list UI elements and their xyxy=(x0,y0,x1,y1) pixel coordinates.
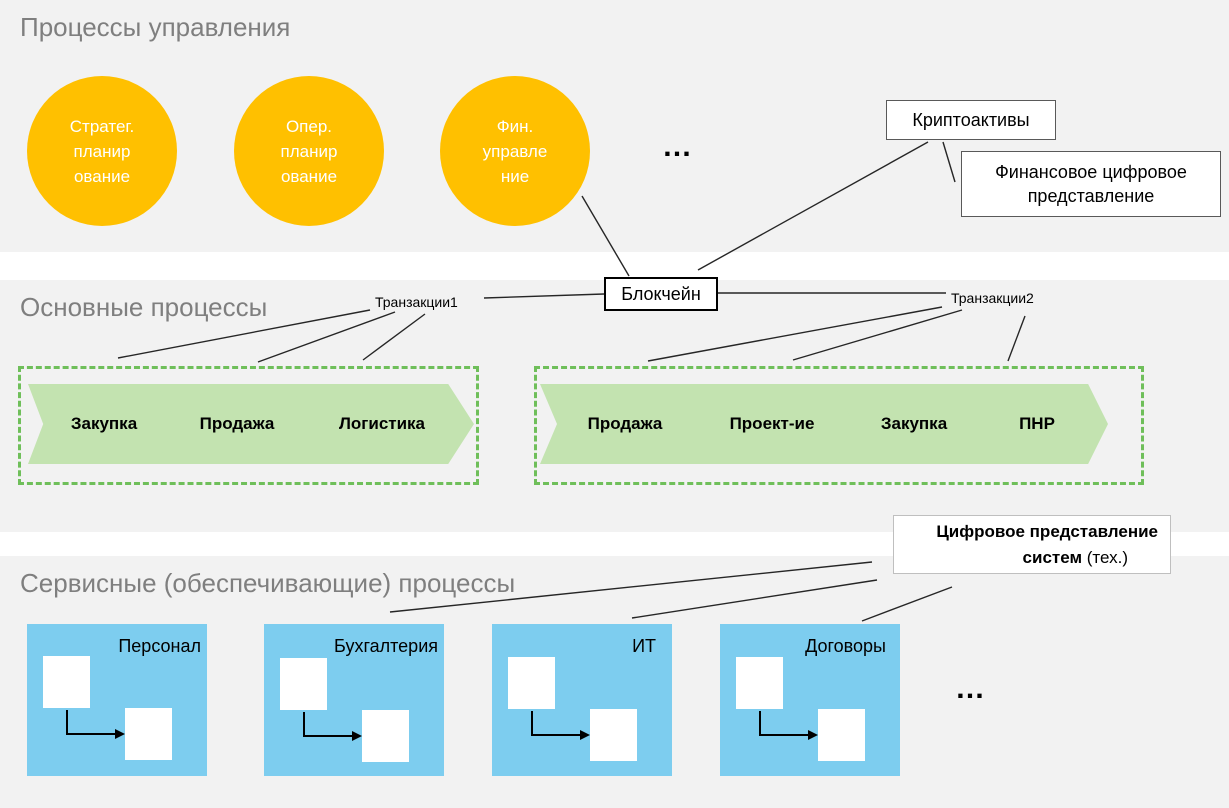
service-personnel-square-2 xyxy=(125,708,172,760)
core-title: Основные процессы xyxy=(20,292,268,322)
service-ellipsis: … xyxy=(955,672,987,705)
chain1-step-purchase-label: Закупка xyxy=(70,414,138,433)
chain2-step-commissioning: ПНР xyxy=(966,384,1108,464)
chain1-step-sales: Продажа xyxy=(157,384,317,464)
service-accounting-square-2 xyxy=(362,710,409,762)
transactions2-label: Транзакции2 xyxy=(951,290,1034,306)
chain2-step-design: Проект-ие xyxy=(682,384,862,464)
digital-systems-box: Цифровое представление систем (тех.) xyxy=(893,515,1171,574)
chain2-step-commissioning-label: ПНР xyxy=(1019,414,1055,433)
service-accounting-square-1 xyxy=(280,658,327,710)
strategic-planning-circle: Стратег. планир ование xyxy=(27,76,177,226)
service-contracts: Договоры xyxy=(720,624,900,776)
service-it-square-1 xyxy=(508,657,555,709)
chain1-step-purchase: Закупка xyxy=(28,384,180,464)
core-chain-1-frame xyxy=(18,366,479,485)
digital-systems-line2: систем (тех.) xyxy=(1023,545,1158,571)
service-it-label: ИТ xyxy=(632,636,656,656)
service-accounting-label: Бухгалтерия xyxy=(334,636,438,656)
service-contracts-arrow xyxy=(759,711,818,740)
service-title: Сервисные (обеспечивающие) процессы xyxy=(20,568,516,598)
service-it-arrow xyxy=(531,711,590,740)
operational-planning-circle: Опер. планир ование xyxy=(234,76,384,226)
crypto-assets-label: Криптоактивы xyxy=(912,109,1030,130)
service-personnel-arrow xyxy=(66,710,125,739)
operational-planning-label: Опер. планир ование xyxy=(280,116,338,186)
digital-systems-bold: систем xyxy=(1022,547,1083,567)
chain2-step-sales-label: Продажа xyxy=(587,414,663,433)
service-contracts-square-1 xyxy=(736,657,783,709)
chain1-step-logistics-label: Логистика xyxy=(338,414,426,433)
chain1-step-sales-label: Продажа xyxy=(199,414,275,433)
digital-systems-line1: Цифровое представление xyxy=(936,521,1158,541)
chain2-step-purchase: Закупка xyxy=(834,384,994,464)
service-it: ИТ xyxy=(492,624,672,776)
chain2-step-sales: Продажа xyxy=(540,384,710,464)
chain2-step-purchase-label: Закупка xyxy=(880,414,948,433)
management-ellipsis: … xyxy=(662,130,694,163)
blockchain-label: Блокчейн xyxy=(621,283,701,304)
service-it-square-2 xyxy=(590,709,637,761)
chain1-step-logistics: Логистика xyxy=(290,384,474,464)
management-title: Процессы управления xyxy=(20,12,291,42)
service-personnel-label: Персонал xyxy=(118,636,201,656)
financial-management-circle: Фин. управле ние xyxy=(440,76,590,226)
crypto-assets-box: Криптоактивы xyxy=(886,100,1056,140)
service-accounting-arrow xyxy=(303,712,362,741)
service-accounting: Бухгалтерия xyxy=(264,624,444,776)
financial-digital-label: Финансовое цифровое представление xyxy=(995,162,1187,206)
digital-systems-rest: (тех.) xyxy=(1082,547,1128,567)
financial-digital-box: Финансовое цифровое представление xyxy=(961,151,1221,217)
strategic-planning-label: Стратег. планир ование xyxy=(69,116,135,186)
service-personnel: Персонал xyxy=(27,624,207,776)
transactions1-label: Транзакции1 xyxy=(375,294,458,310)
core-chain-2-frame xyxy=(534,366,1144,485)
financial-management-label: Фин. управле ние xyxy=(482,116,548,186)
blockchain-box: Блокчейн xyxy=(604,277,718,311)
chain2-step-design-label: Проект-ие xyxy=(729,414,815,433)
service-contracts-square-2 xyxy=(818,709,865,761)
service-contracts-label: Договоры xyxy=(805,636,886,656)
service-personnel-square-1 xyxy=(43,656,90,708)
